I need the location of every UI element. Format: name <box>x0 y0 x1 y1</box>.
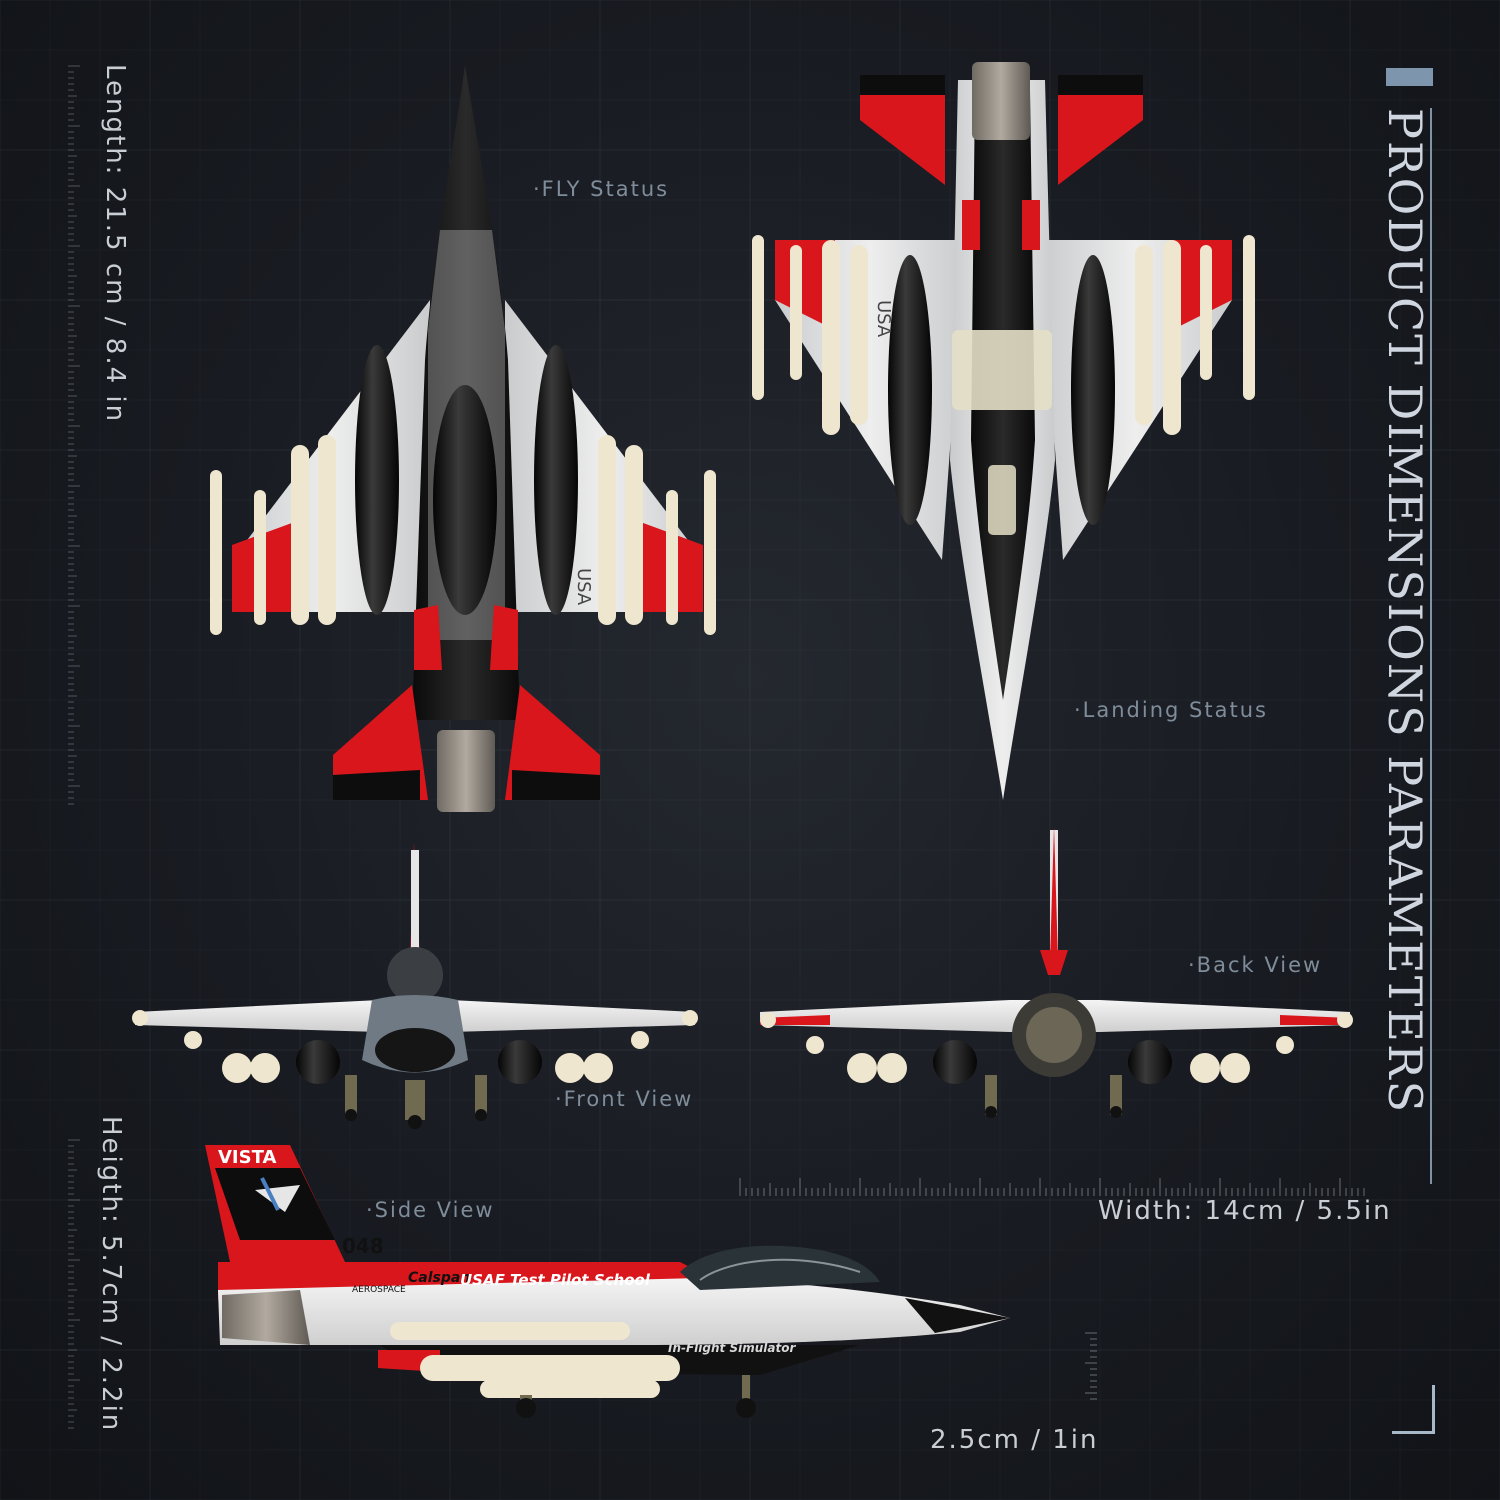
length-label: Length: 21.5 cm / 8.4 in <box>100 64 130 424</box>
fly-nozzle <box>437 730 495 812</box>
front-right-tank <box>498 1040 542 1084</box>
fly-left-tank <box>355 345 399 615</box>
width-label: Width: 14cm / 5.5in <box>1098 1196 1392 1226</box>
fly-right-tank <box>534 345 578 615</box>
back-left-tank <box>933 1040 977 1084</box>
landing-gear <box>952 330 1052 410</box>
side-view-label: ·Side View <box>366 1198 495 1222</box>
fly-status-label: ·FLY Status <box>533 177 670 201</box>
side-maker-sub: AEROSPACE <box>352 1285 406 1295</box>
landing-status-aircraft: USA <box>752 62 1255 800</box>
back-view-aircraft <box>760 826 1353 1118</box>
side-missile <box>390 1322 630 1340</box>
front-view-label: ·Front View <box>555 1087 694 1111</box>
gear-label: 2.5cm / 1in <box>930 1425 1099 1455</box>
side-canopy <box>680 1245 880 1290</box>
front-canopy <box>387 947 443 1003</box>
page-title: PRODUCT DIMENSIONS PARAMETERS <box>1378 108 1432 1115</box>
fly-status-aircraft: USA <box>210 65 716 812</box>
landing-left-tank <box>888 255 932 525</box>
front-view-aircraft <box>132 843 698 1129</box>
corner-bracket <box>1392 1385 1435 1434</box>
fly-center-tank <box>433 385 497 615</box>
title-rule <box>1430 108 1432 1184</box>
landing-missile <box>822 240 840 435</box>
title-accent-bar <box>1386 68 1433 86</box>
landing-nation-mark: USA <box>873 300 894 338</box>
landing-nozzle <box>972 62 1030 140</box>
back-right-tank <box>1128 1040 1172 1084</box>
front-left-tank <box>296 1040 340 1084</box>
back-view-label: ·Back View <box>1188 953 1323 977</box>
side-nozzle <box>222 1290 310 1345</box>
side-tail-name: VISTA <box>218 1147 276 1168</box>
side-view-aircraft: VISTA 048 <box>205 1145 1010 1418</box>
side-role: In-Flight Simulator <box>668 1341 796 1355</box>
fly-nation-mark: USA <box>573 568 594 606</box>
side-maker: Calspan <box>408 1270 470 1286</box>
side-serial: 048 <box>342 1234 384 1258</box>
fly-missile <box>291 445 309 625</box>
landing-right-tank <box>1071 255 1115 525</box>
landing-status-label: ·Landing Status <box>1074 698 1268 722</box>
landing-right-stabilizer <box>1058 75 1143 185</box>
side-unit: USAF Test Pilot School <box>460 1271 651 1289</box>
landing-left-stabilizer <box>860 75 945 185</box>
height-label: Heigth: 5.7cm / 2.2in <box>96 1116 126 1433</box>
